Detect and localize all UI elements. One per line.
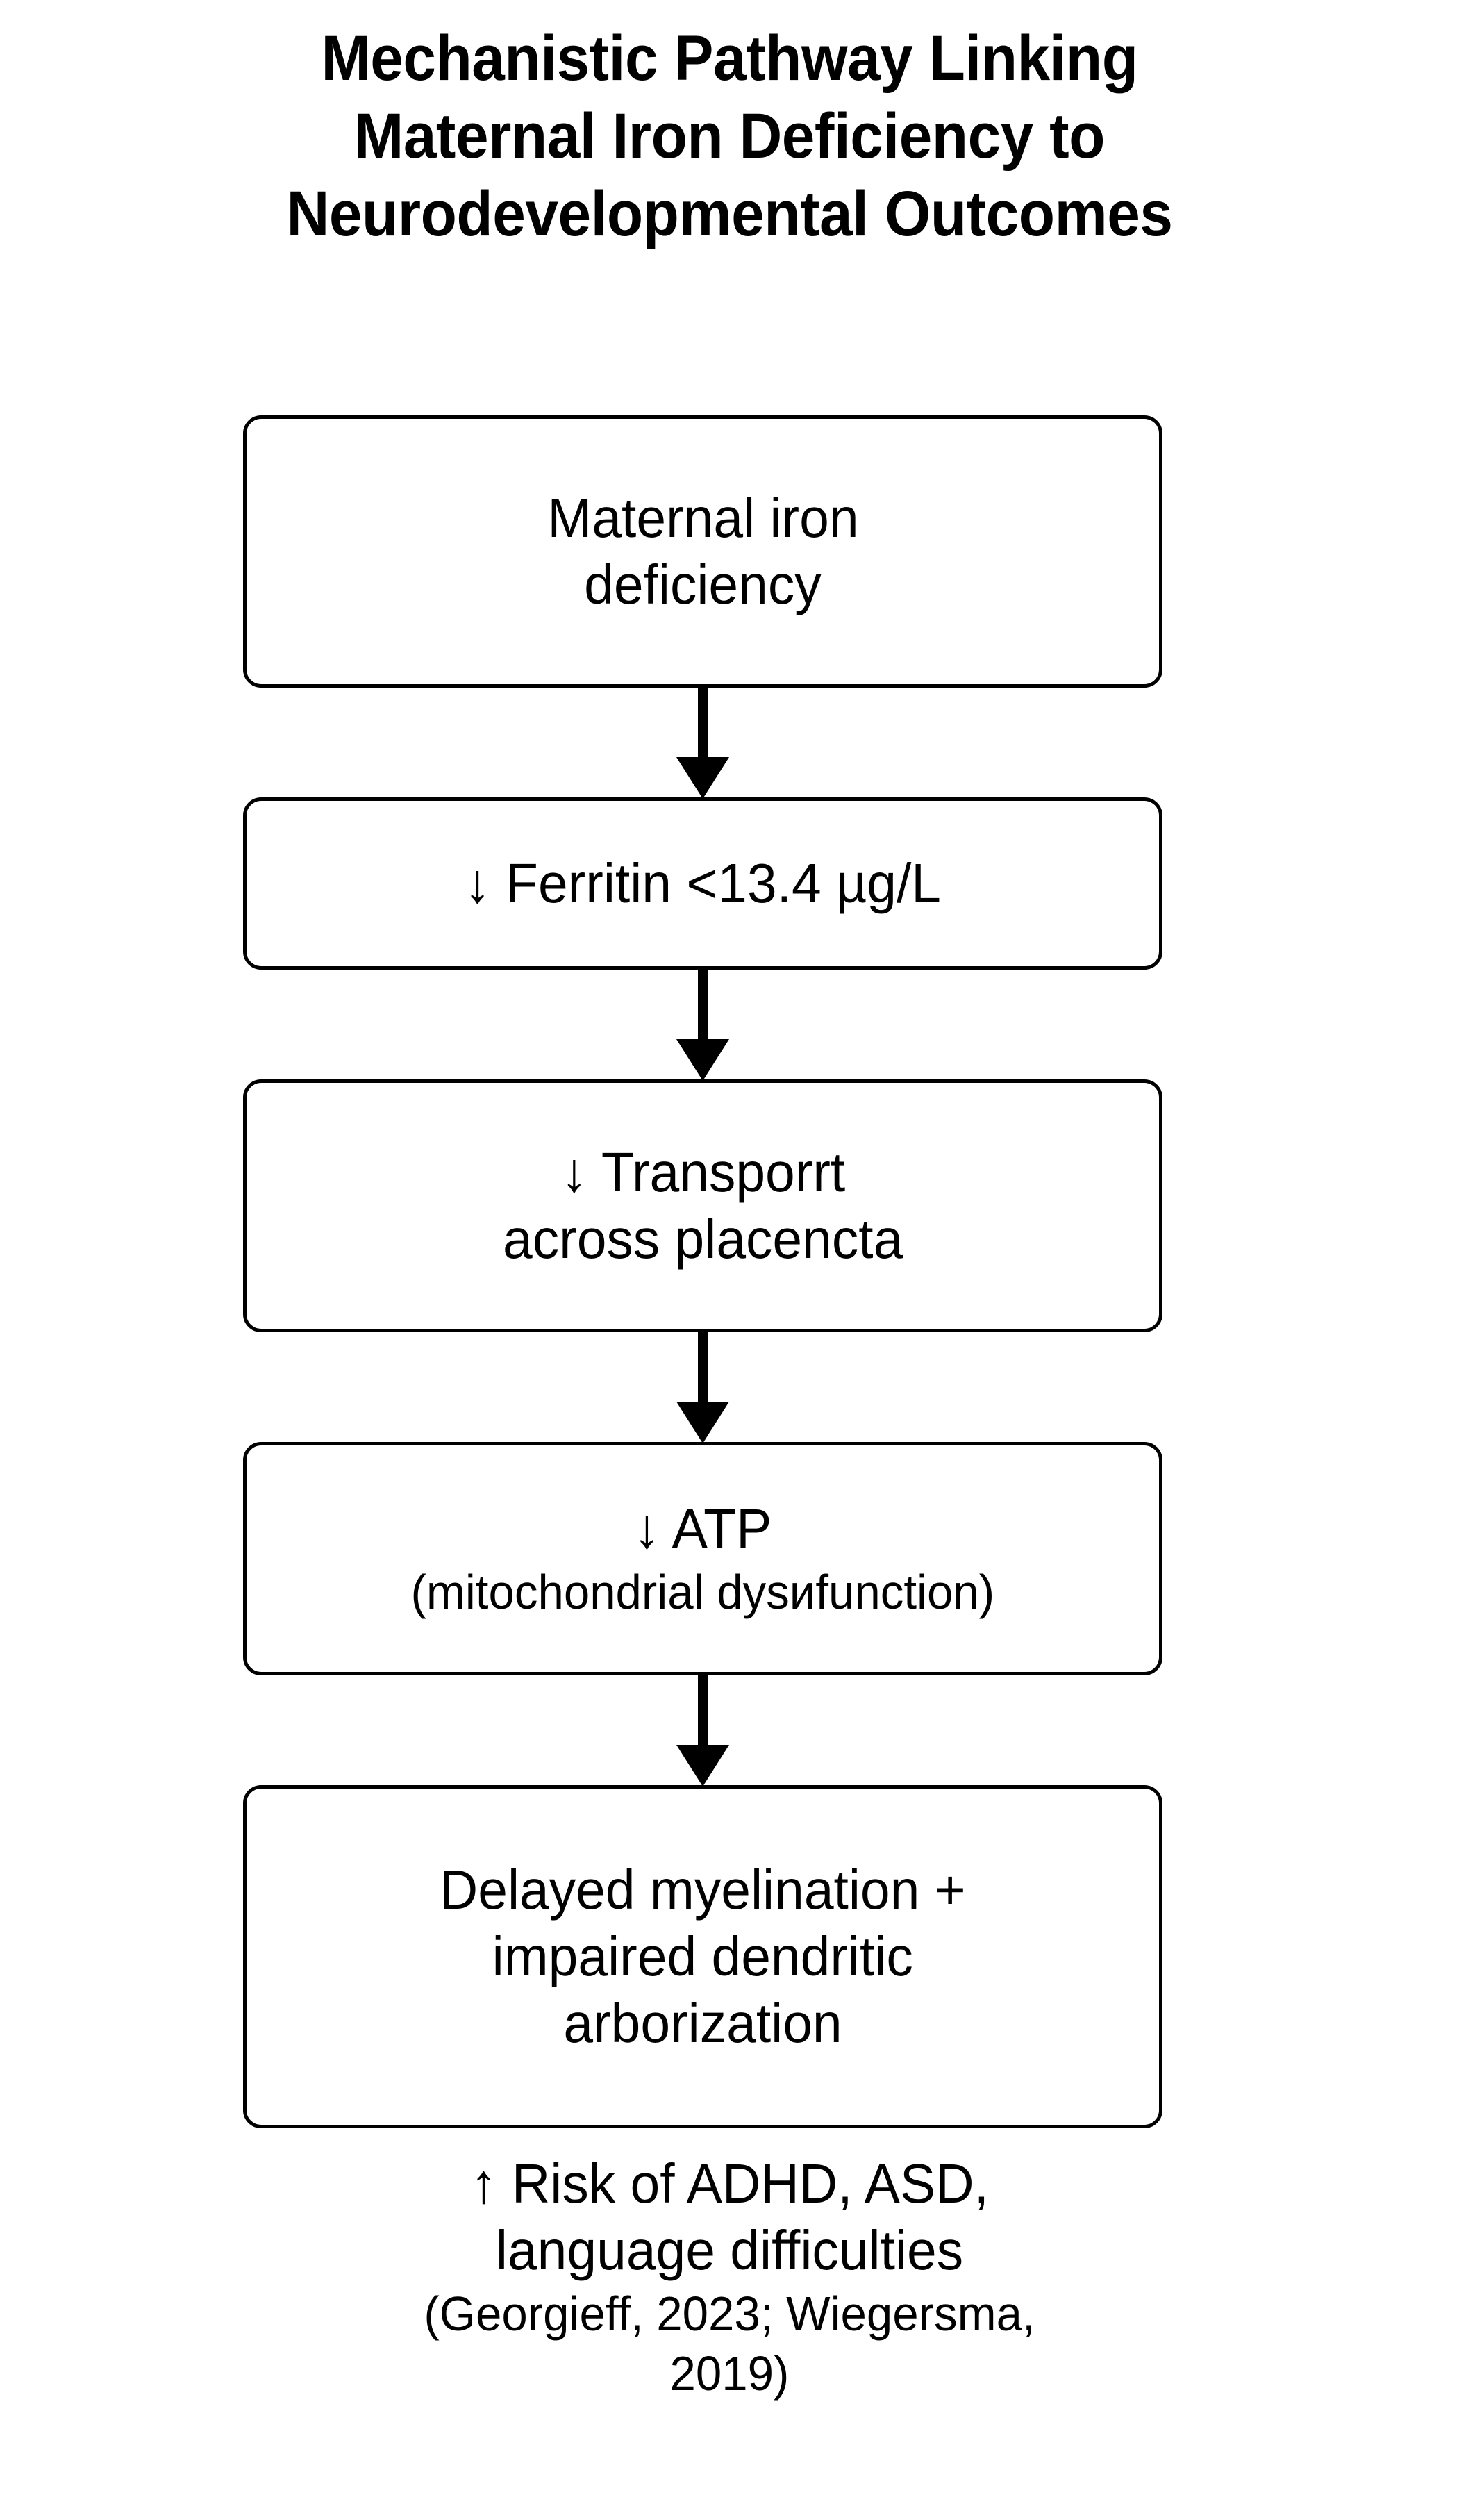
title-line-3: Neurodevelopmental Outcomes [286, 179, 1173, 249]
node-3-line-1: ↓ Transporrt [560, 1141, 845, 1203]
node-atp: ↓ ATP (mitochondrial dysиfunction) [243, 1442, 1162, 1675]
node-myelination-dendritic: Delayed myelination + impaired dendritic… [243, 1785, 1162, 2128]
node-4-line-1: ↓ ATP [633, 1498, 772, 1559]
node-placental-transport: ↓ Transporrt across placencta [243, 1079, 1162, 1332]
caption-citation-line-1: (Georgieff, 2023; Wiegersma, [424, 2287, 1035, 2341]
node-maternal-iron-deficiency: Maternal iron deficiency [243, 415, 1162, 688]
node-5-line-1: Delayed myelination + [440, 1859, 966, 1921]
node-4-subline-1: (mitochondrial dysиfunction) [410, 1565, 995, 1619]
caption-line-2: language difficulties [495, 2219, 964, 2281]
node-5-line-2: impaired dendritic [492, 1925, 914, 1987]
arrow-shaft [698, 1332, 708, 1404]
figure-title: Mechanistic Pathway Linking Maternal Iro… [0, 19, 1459, 253]
node-1-line-2: deficiency [584, 554, 822, 615]
title-line-1: Mechanistic Pathway Linking [321, 23, 1138, 94]
node-1-line-1: Maternal iron [547, 487, 859, 549]
node-ferritin: ↓ Ferritin <13.4 µg/L [243, 797, 1162, 970]
caption-line-1: ↑ Risk of ADHD, ASD, [470, 2153, 989, 2214]
node-3-line-2: across placencta [502, 1208, 903, 1270]
node-5-line-3: arborization [563, 1992, 842, 2054]
down-arrow-icon-4 [243, 1675, 1162, 1787]
arrow-head [676, 1402, 729, 1443]
caption-citation-line-2: 2019) [669, 2346, 790, 2401]
arrow-head [676, 1745, 729, 1787]
flow-chain: Maternal iron deficiency ↓ Ferritin <13.… [243, 415, 1162, 2128]
node-2-line-1: ↓ Ferritin <13.4 µg/L [464, 852, 942, 914]
down-arrow-icon-1 [243, 688, 1162, 799]
down-arrow-icon-2 [243, 970, 1162, 1081]
arrow-shaft [698, 970, 708, 1042]
title-line-2: Maternal Iron Deficiency to [354, 101, 1105, 172]
figure-caption: ↑ Risk of ADHD, ASD, language difficulti… [0, 2150, 1459, 2403]
arrow-head [676, 757, 729, 799]
arrow-head [676, 1039, 729, 1081]
arrow-shaft [698, 688, 708, 760]
down-arrow-icon-3 [243, 1332, 1162, 1443]
arrow-shaft [698, 1675, 708, 1748]
